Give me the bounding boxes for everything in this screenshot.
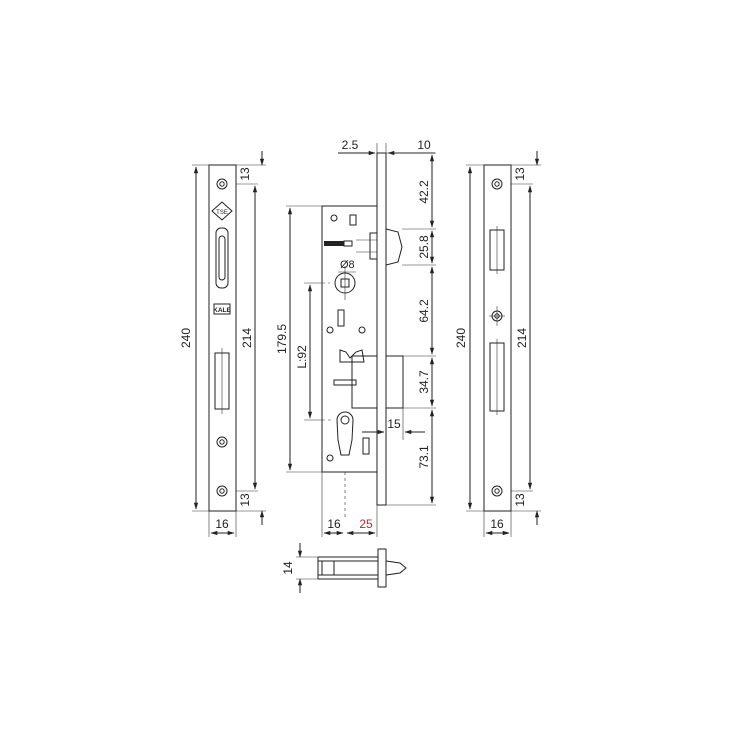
- right-top-offset-label: 13: [513, 167, 527, 181]
- right-width-label: 16: [490, 517, 504, 531]
- backset-dimension: 25: [346, 517, 376, 536]
- case-slot-bottom: [362, 437, 370, 455]
- right-middle-screw-hole: [489, 306, 505, 326]
- section-thickness-dimension: 14: [281, 543, 318, 593]
- latch-spring: [324, 241, 344, 246]
- left-latch-opening-inner: [218, 235, 226, 281]
- section-forend: [377, 548, 387, 588]
- left-faceplate: [208, 164, 237, 512]
- left-bottom-offset-label: 13: [238, 493, 252, 507]
- right-faceplate: [483, 164, 512, 512]
- tse-logo: TSE: [211, 201, 233, 221]
- face-width-dimension: 10: [387, 138, 435, 156]
- left-top-offset-dimension: 13: [236, 151, 266, 181]
- left-latch-opening: [215, 227, 229, 289]
- dead-bolt: [385, 355, 404, 409]
- latch-height-label: 25.8: [417, 235, 431, 259]
- right-bottom-screw-hole: [491, 485, 503, 497]
- left-top-screw-hole: [216, 178, 228, 190]
- left-height-dimension: 240: [179, 164, 209, 512]
- section-thickness-label: 14: [281, 561, 295, 575]
- right-bottom-offset-label: 13: [513, 493, 527, 507]
- left-bottom-screw-hole: [216, 485, 228, 497]
- backset-label: 25: [359, 517, 373, 531]
- right-height-dimension: 240: [454, 164, 484, 512]
- latch-offset-label: 2.5: [342, 138, 359, 152]
- case-slot-top: [349, 214, 357, 226]
- bolt-stop: [333, 379, 357, 386]
- follower-diameter-label: Ø8: [340, 259, 355, 271]
- bottom-section-view: 14: [281, 543, 407, 593]
- left-bottom-offset-dimension: 13: [236, 493, 266, 525]
- right-faceplate-view: 240 214 13 13 16: [454, 151, 541, 537]
- bolt-height-label: 34.7: [417, 370, 431, 394]
- case-rivet-bottom: [326, 454, 334, 462]
- left-top-offset-label: 13: [238, 167, 252, 181]
- case-depth-dimension: 16: [321, 472, 378, 537]
- center-distance-label: L:92: [295, 345, 309, 369]
- case-rivet-middle: [358, 326, 366, 334]
- case-depth-label: 16: [327, 517, 341, 531]
- kale-logo: [213, 303, 231, 315]
- latch-to-bolt-label: 64.2: [417, 299, 431, 323]
- face-width-label: 10: [417, 138, 431, 152]
- follower-diameter-note: Ø8: [338, 259, 356, 273]
- cylinder-to-bottom-label: 73.1: [417, 445, 431, 469]
- left-width-label: 16: [215, 517, 229, 531]
- lock-case: [321, 205, 378, 473]
- right-top-screw-hole: [491, 178, 503, 190]
- lock-body-view: Ø8 2.5 10: [275, 138, 436, 537]
- right-dimension-chain: [386, 152, 436, 506]
- case-lever: [337, 309, 345, 327]
- latch-offset-dimension: 2.5: [338, 138, 387, 156]
- tse-logo-text: TSE: [216, 210, 228, 216]
- right-hole-spacing-label: 214: [515, 328, 529, 348]
- left-hole-spacing-dimension: 214: [236, 183, 258, 492]
- lock-forend-plate: [376, 152, 387, 506]
- section-latch: [385, 560, 407, 576]
- right-height-label: 240: [454, 328, 468, 348]
- right-top-offset-dimension: 13: [511, 151, 541, 181]
- right-hole-spacing-dimension: 214: [511, 183, 533, 492]
- center-distance-dimension: L:92: [295, 282, 322, 421]
- case-rivet-top: [330, 214, 338, 222]
- follower-hub: [334, 266, 356, 300]
- body-height-label: 179.5: [275, 324, 289, 354]
- right-width-dimension: 16: [483, 511, 512, 537]
- bolt-throw-label: 15: [387, 417, 401, 431]
- cylinder-cutout: [336, 411, 354, 456]
- left-height-label: 240: [179, 328, 193, 348]
- section-case: [317, 556, 379, 580]
- bolt-throw-dimension: 15: [362, 408, 425, 440]
- top-to-latch-label: 42.2: [417, 180, 431, 204]
- bolt-tumbler: [339, 349, 365, 363]
- left-hole-spacing-label: 214: [240, 328, 254, 348]
- left-width-dimension: 16: [208, 511, 237, 537]
- latch: [356, 228, 403, 266]
- right-bottom-offset-dimension: 13: [511, 493, 541, 525]
- kale-logo-text: KALE: [213, 307, 231, 314]
- left-lower-screw-hole: [216, 436, 228, 448]
- left-faceplate-view: TSE KALE 240 214 13: [179, 151, 266, 537]
- body-height-dimension: 179.5: [275, 205, 322, 473]
